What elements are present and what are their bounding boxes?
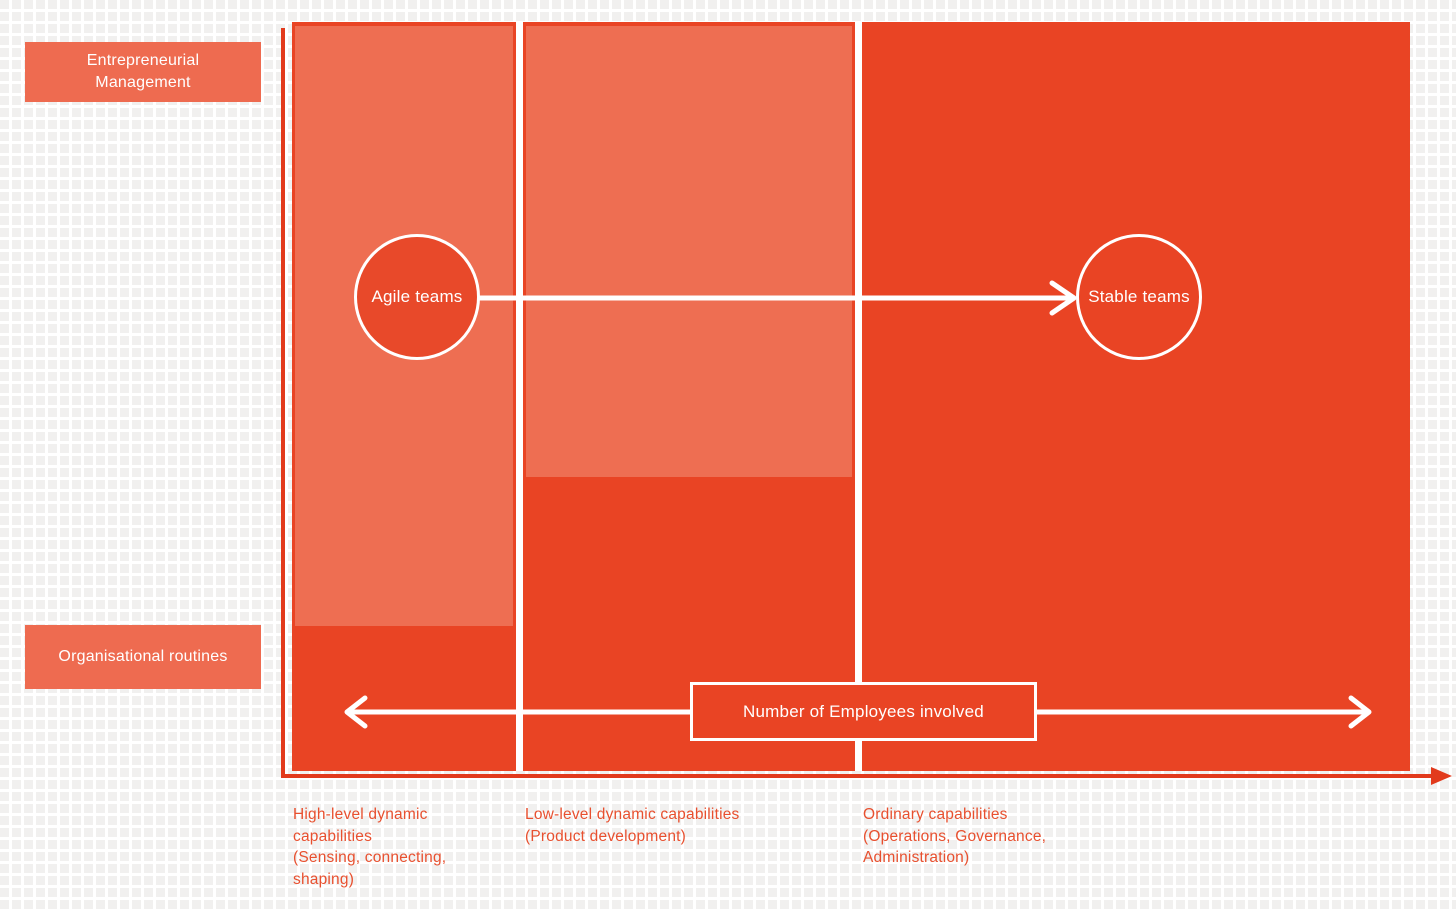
column-high-level-dynamic — [292, 22, 516, 771]
y-axis-bottom-label-box: Organisational routines — [25, 625, 261, 689]
x-axis-category-high-level: High-level dynamic capabilities (Sensing… — [293, 806, 447, 888]
employees-arrow-right — [1037, 695, 1372, 729]
x-axis-line — [281, 774, 1433, 778]
node-stable-teams: Stable teams — [1076, 234, 1202, 360]
node-stable-teams-label: Stable teams — [1088, 287, 1190, 306]
x-axis-category-low-level: Low-level dynamic capabilities (Product … — [525, 806, 740, 845]
y-axis-line — [281, 28, 285, 778]
flow-arrow — [477, 280, 1077, 316]
node-agile-teams-label: Agile teams — [371, 287, 463, 306]
column-low-level-shade — [526, 26, 852, 477]
flow-arrowhead-icon — [1049, 280, 1077, 316]
capability-matrix — [292, 22, 1410, 771]
node-agile-teams: Agile teams — [354, 234, 480, 360]
employees-arrowhead-left-icon — [344, 695, 368, 729]
column-ordinary — [862, 22, 1410, 771]
y-axis-top-label: Entrepreneurial Management — [86, 52, 200, 91]
y-axis-bottom-label: Organisational routines — [58, 648, 228, 665]
x-axis-arrowhead-icon — [1431, 767, 1452, 785]
x-axis-banner-box: Number of Employees involved — [690, 682, 1037, 741]
y-axis-top-label-box: Entrepreneurial Management — [25, 42, 261, 102]
x-axis-banner-label: Number of Employees involved — [743, 701, 984, 721]
employees-arrowhead-right-icon — [1348, 695, 1372, 729]
x-axis-category-ordinary: Ordinary capabilities (Operations, Gover… — [863, 806, 1047, 866]
employees-arrow-left — [344, 695, 690, 729]
column-low-level-dynamic — [523, 22, 855, 771]
